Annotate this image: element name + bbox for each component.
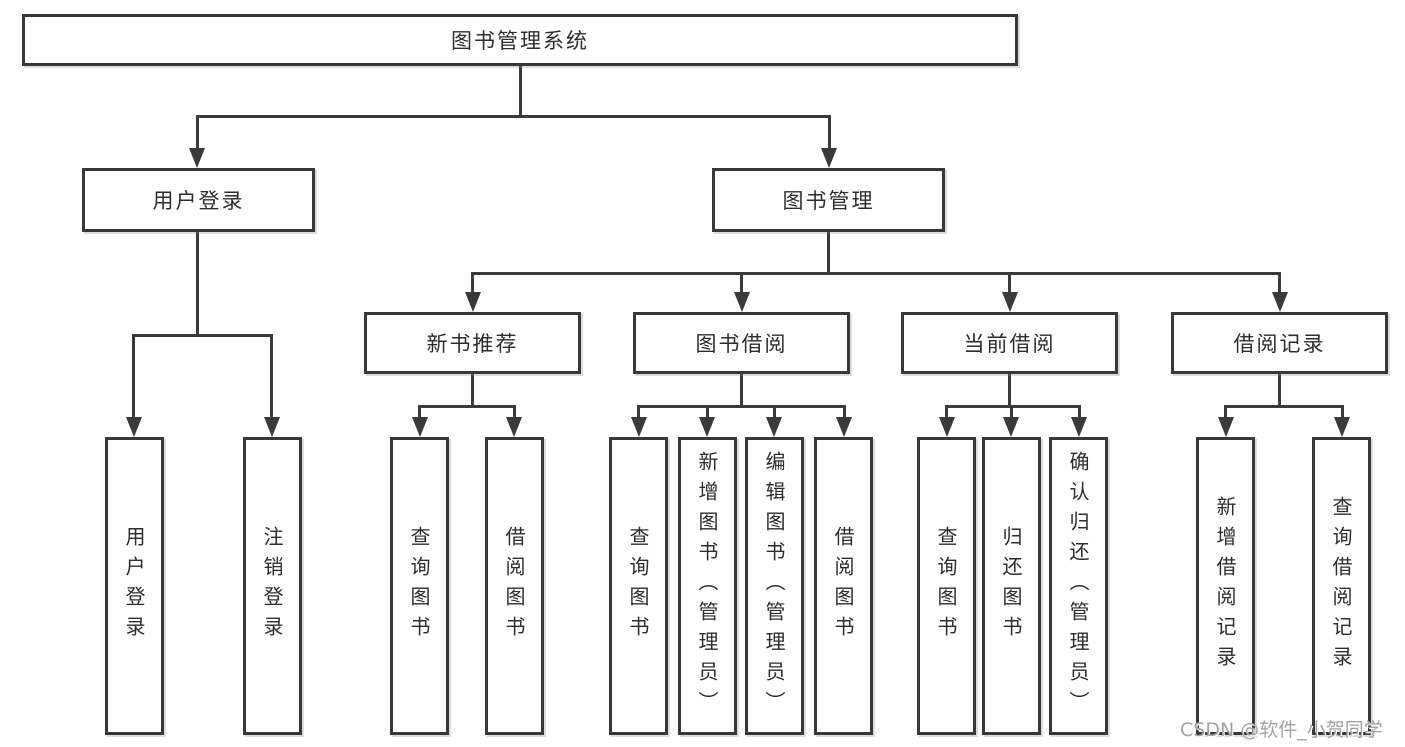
node-leaf-query-books-3: 查询图书 [917,437,976,735]
node-current-borrow: 当前借阅 [901,312,1118,374]
node-leaf-query-books-3-label: 查询图书 [934,526,958,646]
connector-newbook-branch [418,405,516,408]
arrow-return [1003,417,1019,437]
connector-drop-return [1010,405,1013,419]
node-current-borrow-label: 当前借阅 [963,332,1056,356]
node-leaf-add-book-admin: 新增图书（管理员） [678,437,737,735]
arrow-query2 [631,417,647,437]
node-leaf-add-borrow-record: 新增借阅记录 [1196,437,1255,735]
connector-drop-query3 [945,405,948,419]
node-leaf-return-books: 归还图书 [982,437,1041,735]
node-book-borrow-label: 图书借阅 [695,332,788,356]
connector-drop-leaf-logout [270,334,273,419]
connector-drop-query1 [418,405,421,419]
connector-newbook-stem [471,374,474,408]
arrow-borrow2 [836,417,852,437]
node-leaf-borrow-books-2-label: 借阅图书 [831,526,855,646]
node-leaf-user-login: 用户登录 [105,437,164,735]
node-leaf-query-borrow-record-label: 查询借阅记录 [1329,496,1353,676]
node-new-book-recommend: 新书推荐 [364,312,581,374]
connector-drop-borrow1 [513,405,516,419]
connector-root-stem [519,66,522,118]
node-leaf-confirm-return-admin-label: 确认归还（管理员） [1066,451,1090,721]
connector-drop-query2 [637,405,640,419]
arrow-query3 [939,417,955,437]
arrow-confirm [1071,417,1087,437]
node-leaf-borrow-books-2: 借阅图书 [814,437,873,735]
connector-records-stem [1278,374,1281,408]
connector-drop-book-mgmt [828,115,831,151]
node-leaf-edit-book-admin-label: 编辑图书（管理员） [762,451,786,721]
node-leaf-query-books-1-label: 查询图书 [407,526,431,646]
arrow-query1 [412,417,428,437]
node-leaf-add-book-admin-label: 新增图书（管理员） [695,451,719,721]
node-leaf-user-login-label: 用户登录 [122,526,146,646]
node-leaf-edit-book-admin: 编辑图书（管理员） [745,437,804,735]
connector-drop-newbook [471,272,474,296]
connector-drop-addrecord [1224,405,1227,419]
connector-drop-borrow2 [843,405,846,419]
connector-drop-queryrecord [1341,405,1344,419]
connector-bookborrow-branch [637,405,846,408]
arrow-queryrecord [1334,417,1350,437]
node-leaf-borrow-books-1-label: 借阅图书 [502,526,526,646]
arrow-newbook [465,292,481,312]
node-leaf-query-borrow-record: 查询借阅记录 [1312,437,1371,735]
connector-drop-editbook [773,405,776,419]
node-borrow-records-label: 借阅记录 [1233,332,1326,356]
node-leaf-logout: 注销登录 [243,437,302,735]
connector-drop-addbook [706,405,709,419]
arrow-borrow1 [506,417,522,437]
arrow-addrecord [1218,417,1234,437]
connector-bookmgmt-branch [471,272,1281,275]
arrow-addbook [699,417,715,437]
connector-currentborrow-branch [945,405,1081,408]
connector-bookborrow-stem [740,374,743,408]
node-leaf-add-borrow-record-label: 新增借阅记录 [1213,496,1237,676]
arrow-borrowrecords [1272,292,1288,312]
connector-drop-leaf-login [132,334,135,419]
node-borrow-records: 借阅记录 [1171,312,1388,374]
node-leaf-query-books-1: 查询图书 [390,437,449,735]
arrow-user-login [189,148,205,168]
connector-drop-bookborrow [740,272,743,296]
node-root-label: 图书管理系统 [451,29,589,53]
connector-currentborrow-stem [1008,374,1011,408]
node-user-login-label: 用户登录 [152,189,245,213]
connector-drop-user-login [196,115,199,151]
node-root: 图书管理系统 [22,14,1018,66]
node-leaf-borrow-books-1: 借阅图书 [485,437,544,735]
arrow-leaf-logout [264,417,280,437]
connector-root-branch [196,115,831,118]
arrow-currentborrow [1002,292,1018,312]
node-new-book-recommend-label: 新书推荐 [426,332,519,356]
arrow-book-mgmt [821,148,837,168]
connector-userlogin-stem [196,231,199,337]
connector-drop-borrowrecords [1278,272,1281,296]
connector-drop-currentborrow [1008,272,1011,296]
connector-bookmgmt-stem [827,231,830,275]
node-leaf-return-books-label: 归还图书 [999,526,1023,646]
node-leaf-query-books-2-label: 查询图书 [626,526,650,646]
arrow-bookborrow [734,292,750,312]
node-book-management: 图书管理 [712,168,945,232]
arrow-leaf-login [126,417,142,437]
node-leaf-query-books-2: 查询图书 [609,437,668,735]
node-leaf-confirm-return-admin: 确认归还（管理员） [1049,437,1108,735]
arrow-editbook [766,417,782,437]
connector-drop-confirm [1078,405,1081,419]
node-leaf-logout-label: 注销登录 [260,526,284,646]
connector-records-branch [1224,405,1344,408]
node-user-login: 用户登录 [82,168,315,232]
node-book-management-label: 图书管理 [782,189,875,213]
csdn-watermark: CSDN @软件_小贺同学 [1180,719,1383,741]
connector-userlogin-branch [132,334,273,337]
node-book-borrow: 图书借阅 [633,312,850,374]
